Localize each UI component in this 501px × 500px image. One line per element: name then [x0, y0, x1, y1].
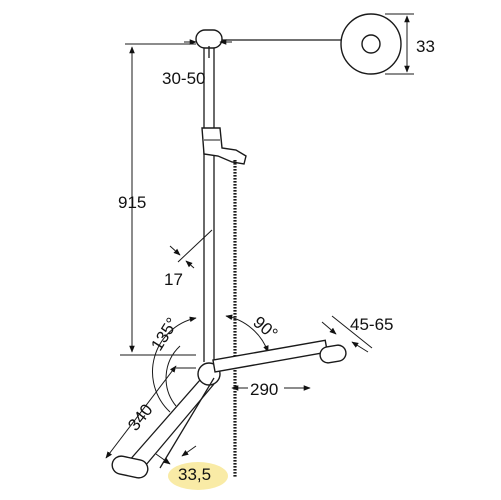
swing-angle-dimension: 135° [147, 314, 197, 413]
shower-slider [201, 127, 247, 165]
height-label: 915 [118, 193, 146, 212]
slider-size-dimension: 17 [164, 229, 213, 289]
vertical-rail [203, 48, 215, 362]
lower-arm-length-label: 340 [124, 400, 156, 434]
rosette-diameter-label: 33 [416, 37, 435, 56]
horizontal-arm [212, 339, 347, 373]
right-angle-label: 90° [249, 313, 281, 344]
swing-angle-label: 135° [147, 314, 182, 354]
rosette-diameter-dimension: 33 [385, 13, 435, 75]
lower-arm-length-dimension: 340 [105, 365, 177, 459]
height-dimension: 915 [118, 43, 196, 356]
adjust-range-dimension: 30-50 [162, 39, 232, 88]
slider-size-label: 17 [164, 270, 183, 289]
tube-diameter-dimension: 33,5 [155, 445, 228, 490]
top-bracket [195, 29, 223, 58]
arm-adjust-dimension: 45-65 [321, 315, 393, 353]
arm-length-label: 290 [250, 380, 278, 399]
arm-length-dimension: 290 [231, 380, 311, 399]
tube-diameter-label: 33,5 [178, 465, 211, 484]
adjust-range-label: 30-50 [162, 69, 205, 88]
arm-adjust-label: 45-65 [350, 315, 393, 334]
wall-rosette [221, 13, 402, 75]
